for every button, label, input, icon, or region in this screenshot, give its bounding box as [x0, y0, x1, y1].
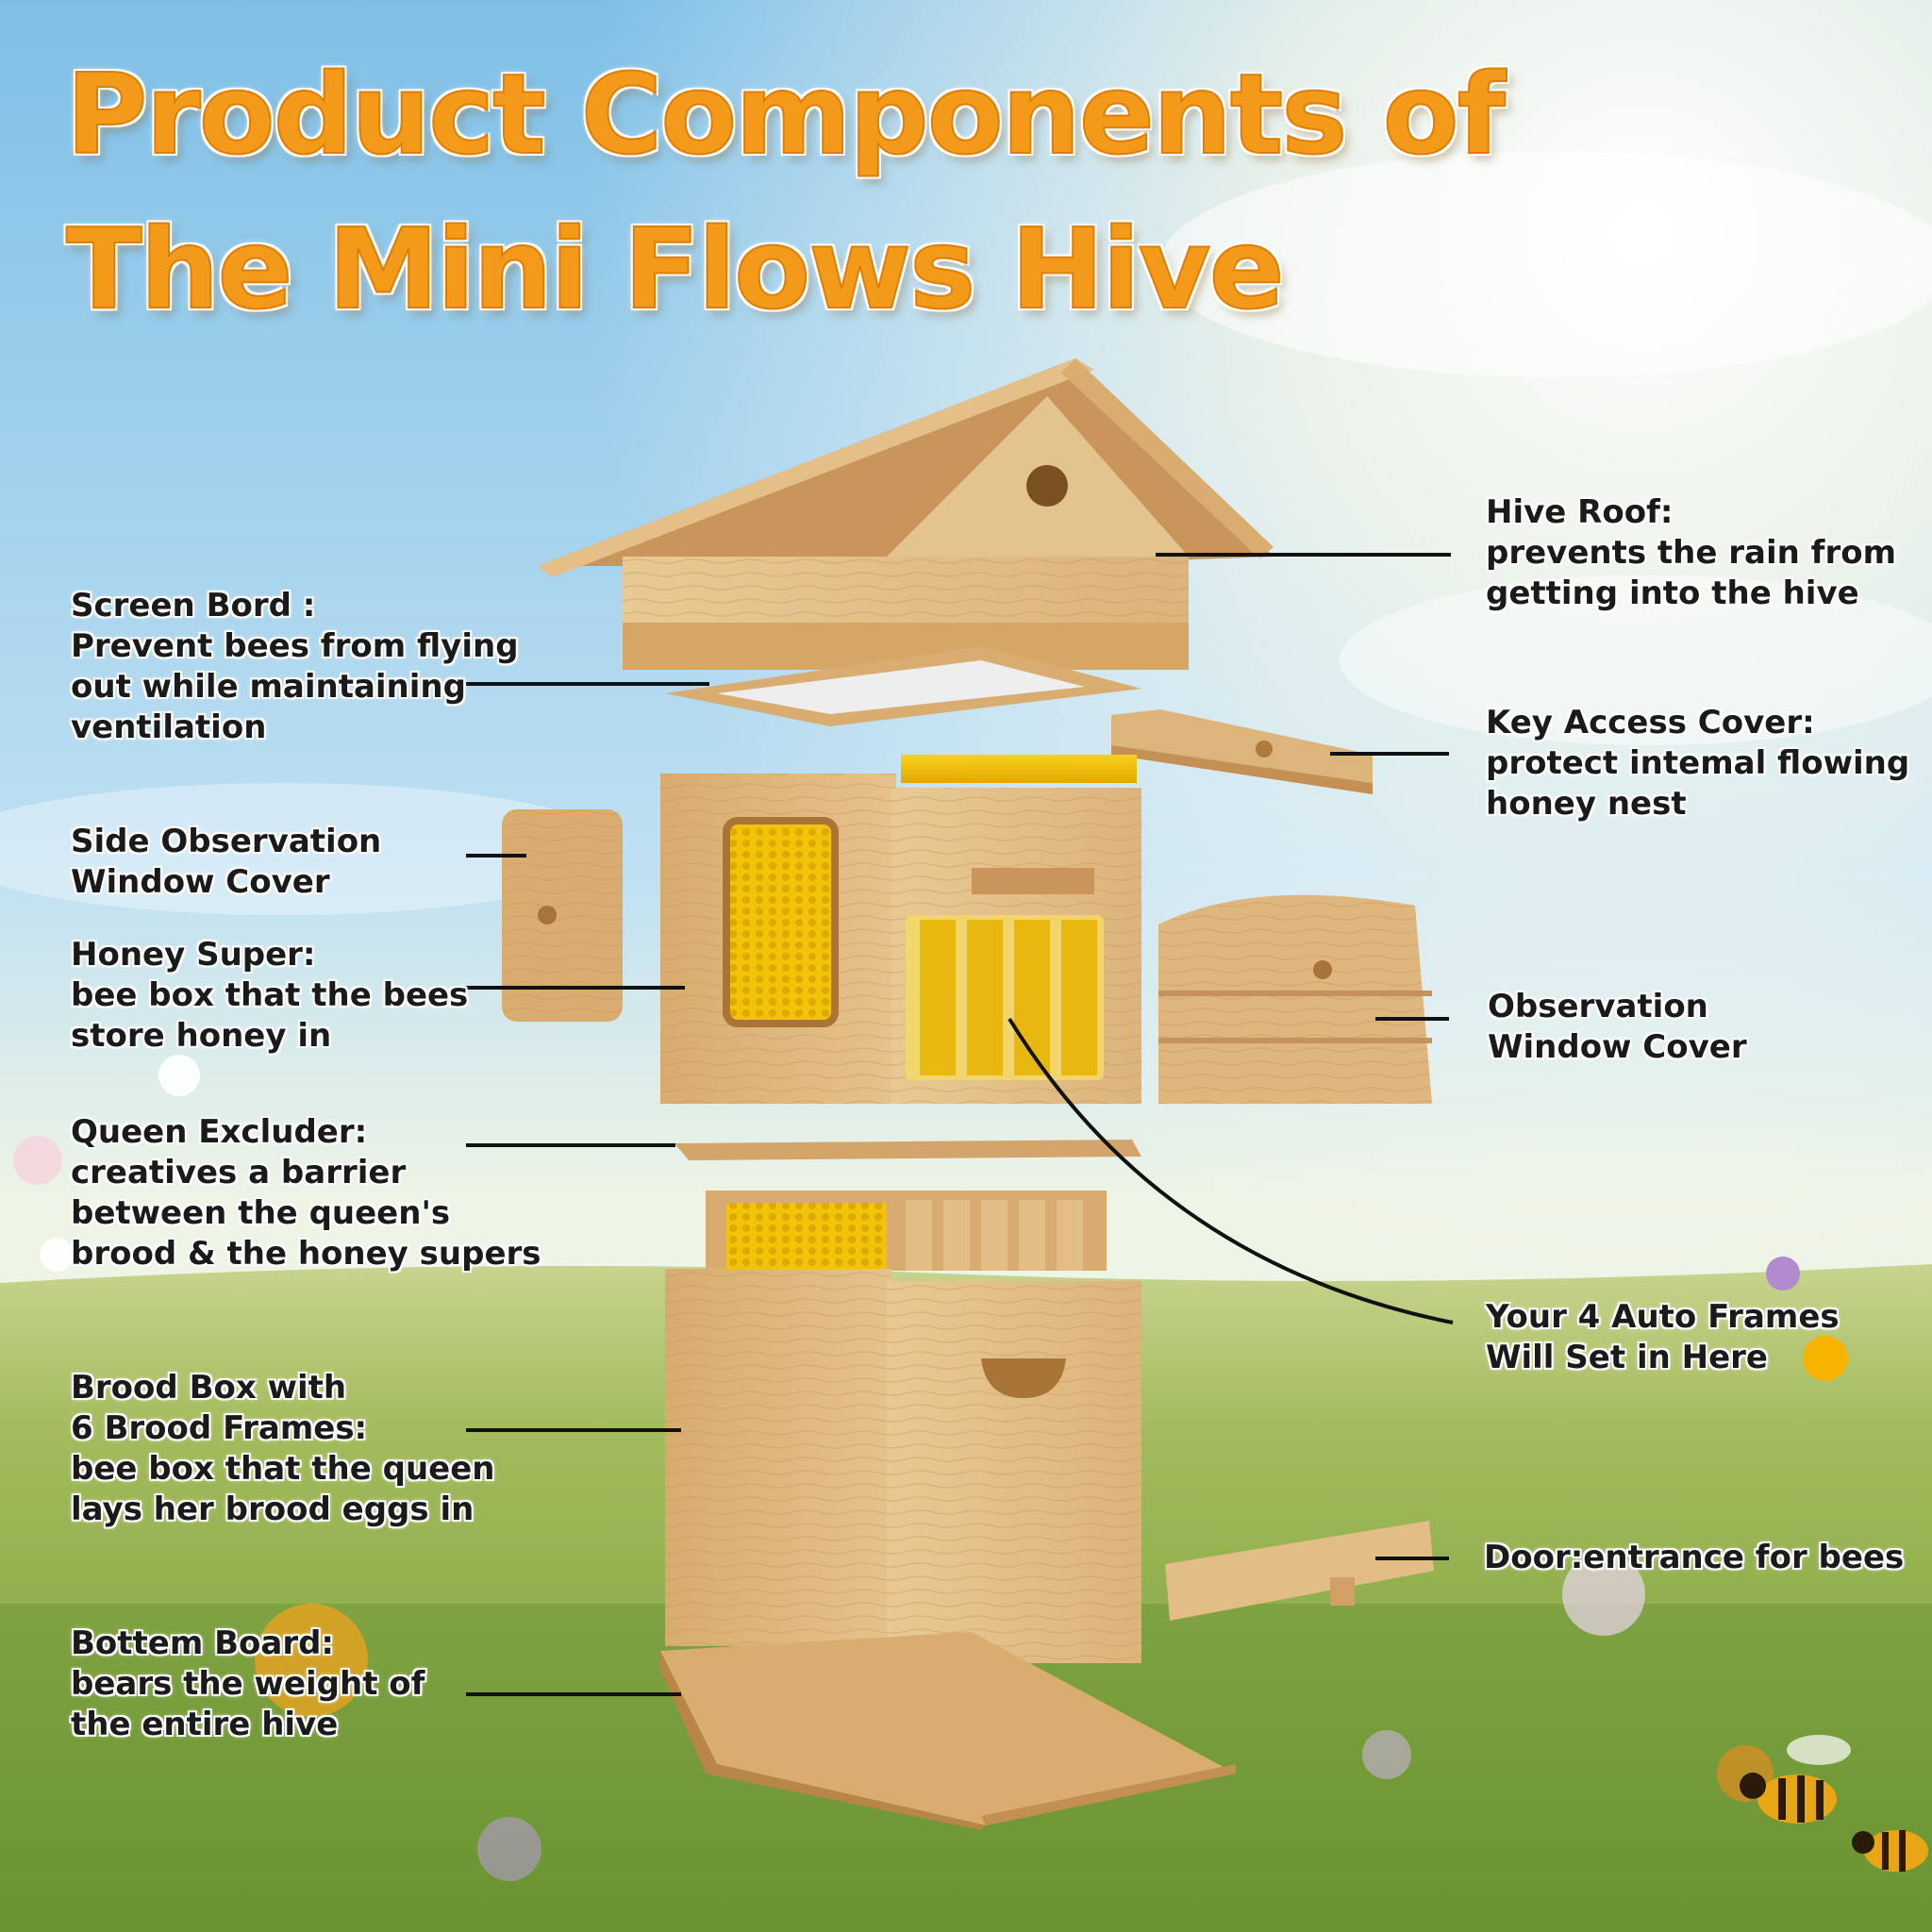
callout-brood-box: Brood Box with 6 Brood Frames: bee box t…: [71, 1368, 494, 1530]
screen-board: [665, 646, 1141, 726]
callout-auto-frames: Your 4 Auto Frames Will Set in Here: [1486, 1297, 1840, 1378]
callout-text: bee box that the queen: [71, 1450, 495, 1488]
callout-hive-roof: Hive Roof: prevents the rain from gettin…: [1486, 492, 1896, 614]
callout-heading: Brood Box with: [71, 1369, 347, 1407]
callout-heading: Observation: [1488, 988, 1708, 1025]
brood-box: [665, 1191, 1141, 1663]
callout-heading: Screen Bord :: [71, 587, 316, 625]
callout-text: out while maintaining: [71, 668, 466, 706]
callout-text: creatives a barrier: [71, 1154, 407, 1191]
cloud: [0, 783, 623, 915]
callout-honey-super: Honey Super: bee box that the bees store…: [71, 935, 468, 1057]
leader-lines: [466, 553, 1454, 1696]
callout-heading: Side Observation: [71, 823, 382, 860]
callout-text: bears the weight of: [71, 1665, 425, 1703]
cloud: [1160, 151, 1932, 377]
title-line-1: Product Components of: [65, 49, 1507, 179]
callout-heading: Window Cover: [71, 863, 330, 901]
callout-text: bee box that the bees: [71, 976, 469, 1014]
callout-heading: Will Set in Here: [1486, 1339, 1768, 1376]
queen-excluder: [675, 1140, 1141, 1160]
bee-icon: [1740, 1735, 1851, 1824]
callout-heading: Key Access Cover:: [1486, 704, 1815, 741]
bee-icon: [1852, 1830, 1928, 1872]
callout-text: between the queen's: [71, 1194, 451, 1232]
callout-heading: Queen Excluder:: [71, 1113, 368, 1151]
entrance-door: [1165, 1521, 1434, 1621]
callout-text: store honey in: [71, 1017, 332, 1055]
callout-heading: Hive Roof:: [1486, 493, 1674, 531]
callout-text: the entire hive: [71, 1706, 339, 1743]
callout-text: honey nest: [1486, 785, 1687, 823]
callout-screen-board: Screen Bord : Prevent bees from flying o…: [71, 586, 519, 748]
hive-roof: [538, 358, 1274, 670]
callout-key-access-cover: Key Access Cover: protect intemal flowin…: [1486, 703, 1909, 824]
callout-door: Door:entrance for bees: [1484, 1538, 1904, 1578]
callout-heading: Your 4 Auto Frames: [1486, 1298, 1840, 1336]
callout-heading: Door:entrance for bees: [1484, 1539, 1905, 1576]
callout-text: lays her brood eggs in: [71, 1491, 475, 1528]
callout-text: Prevent bees from flying: [71, 627, 519, 665]
callout-heading: Bottem Board:: [71, 1624, 335, 1662]
callout-queen-excluder: Queen Excluder: creatives a barrier betw…: [71, 1112, 541, 1274]
callout-text: ventilation: [71, 708, 267, 746]
title-line-2: The Mini Flows Hive: [65, 204, 1286, 334]
cloud: [1340, 575, 1932, 745]
callout-bottom-board: Bottem Board: bears the weight of the en…: [71, 1624, 425, 1745]
callout-text: prevents the rain from: [1486, 534, 1897, 572]
callout-text: getting into the hive: [1486, 575, 1859, 612]
callout-side-observation-cover: Side Observation Window Cover: [71, 822, 381, 903]
callout-observation-cover: Observation Window Cover: [1488, 987, 1747, 1068]
side-observation-window-cover: [502, 809, 623, 1022]
observation-window-cover: [1158, 894, 1432, 1104]
callout-text: brood & the honey supers: [71, 1235, 541, 1273]
key-access-cover: [1111, 709, 1373, 794]
bottom-board: [660, 1632, 1236, 1830]
callout-heading: Honey Super:: [71, 936, 316, 974]
leader-line-auto-frames: [1008, 1017, 1454, 1324]
callout-text: protect intemal flowing: [1486, 744, 1910, 782]
honey-super-box: [660, 755, 1141, 1104]
callout-heading: Window Cover: [1488, 1028, 1747, 1066]
callout-heading: 6 Brood Frames:: [71, 1409, 368, 1447]
